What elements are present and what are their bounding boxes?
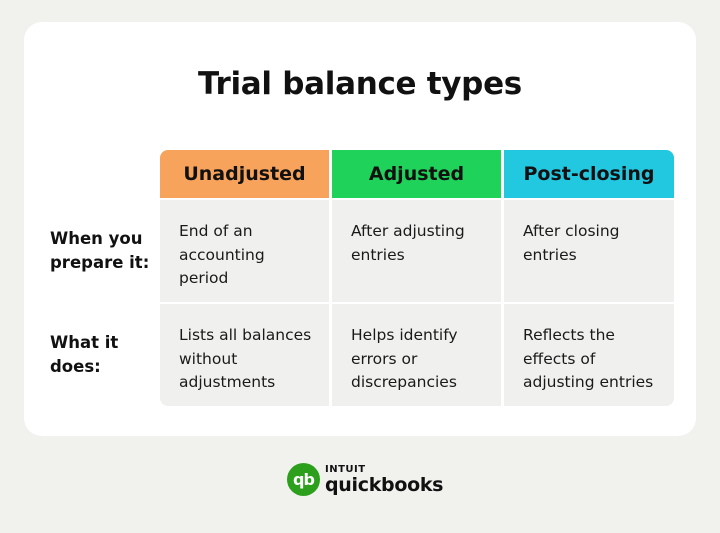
row-label-when: When you prepare it:: [50, 229, 150, 272]
quickbooks-logo-icon: qb: [287, 463, 320, 496]
column-header-post-closing: Post-closing: [504, 150, 674, 198]
row-label-what: What it does:: [50, 333, 119, 376]
page-title: Trial balance types: [198, 66, 522, 102]
table-cell: After closing entries: [504, 200, 674, 302]
infographic-card: Trial balance types When you prepare it:…: [24, 22, 696, 436]
table-cell: Reflects the effects of adjusting entrie…: [504, 304, 674, 406]
quickbooks-logo: qb INTUIT quickbooks: [287, 463, 444, 496]
logo-brand-top: INTUIT: [325, 463, 366, 475]
column-header-unadjusted: Unadjusted: [160, 150, 329, 198]
trial-balance-table: Unadjusted Adjusted Post-closing End of …: [160, 150, 674, 406]
column-header-adjusted: Adjusted: [332, 150, 501, 198]
table-cell: Lists all balances without adjustments: [160, 304, 329, 406]
table-cell: After adjusting entries: [332, 200, 501, 302]
logo-brand-bottom: quickbooks: [325, 473, 444, 496]
table-cell: Helps identify errors or discrepancies: [332, 304, 501, 406]
table-cell: End of an accounting period: [160, 200, 329, 302]
